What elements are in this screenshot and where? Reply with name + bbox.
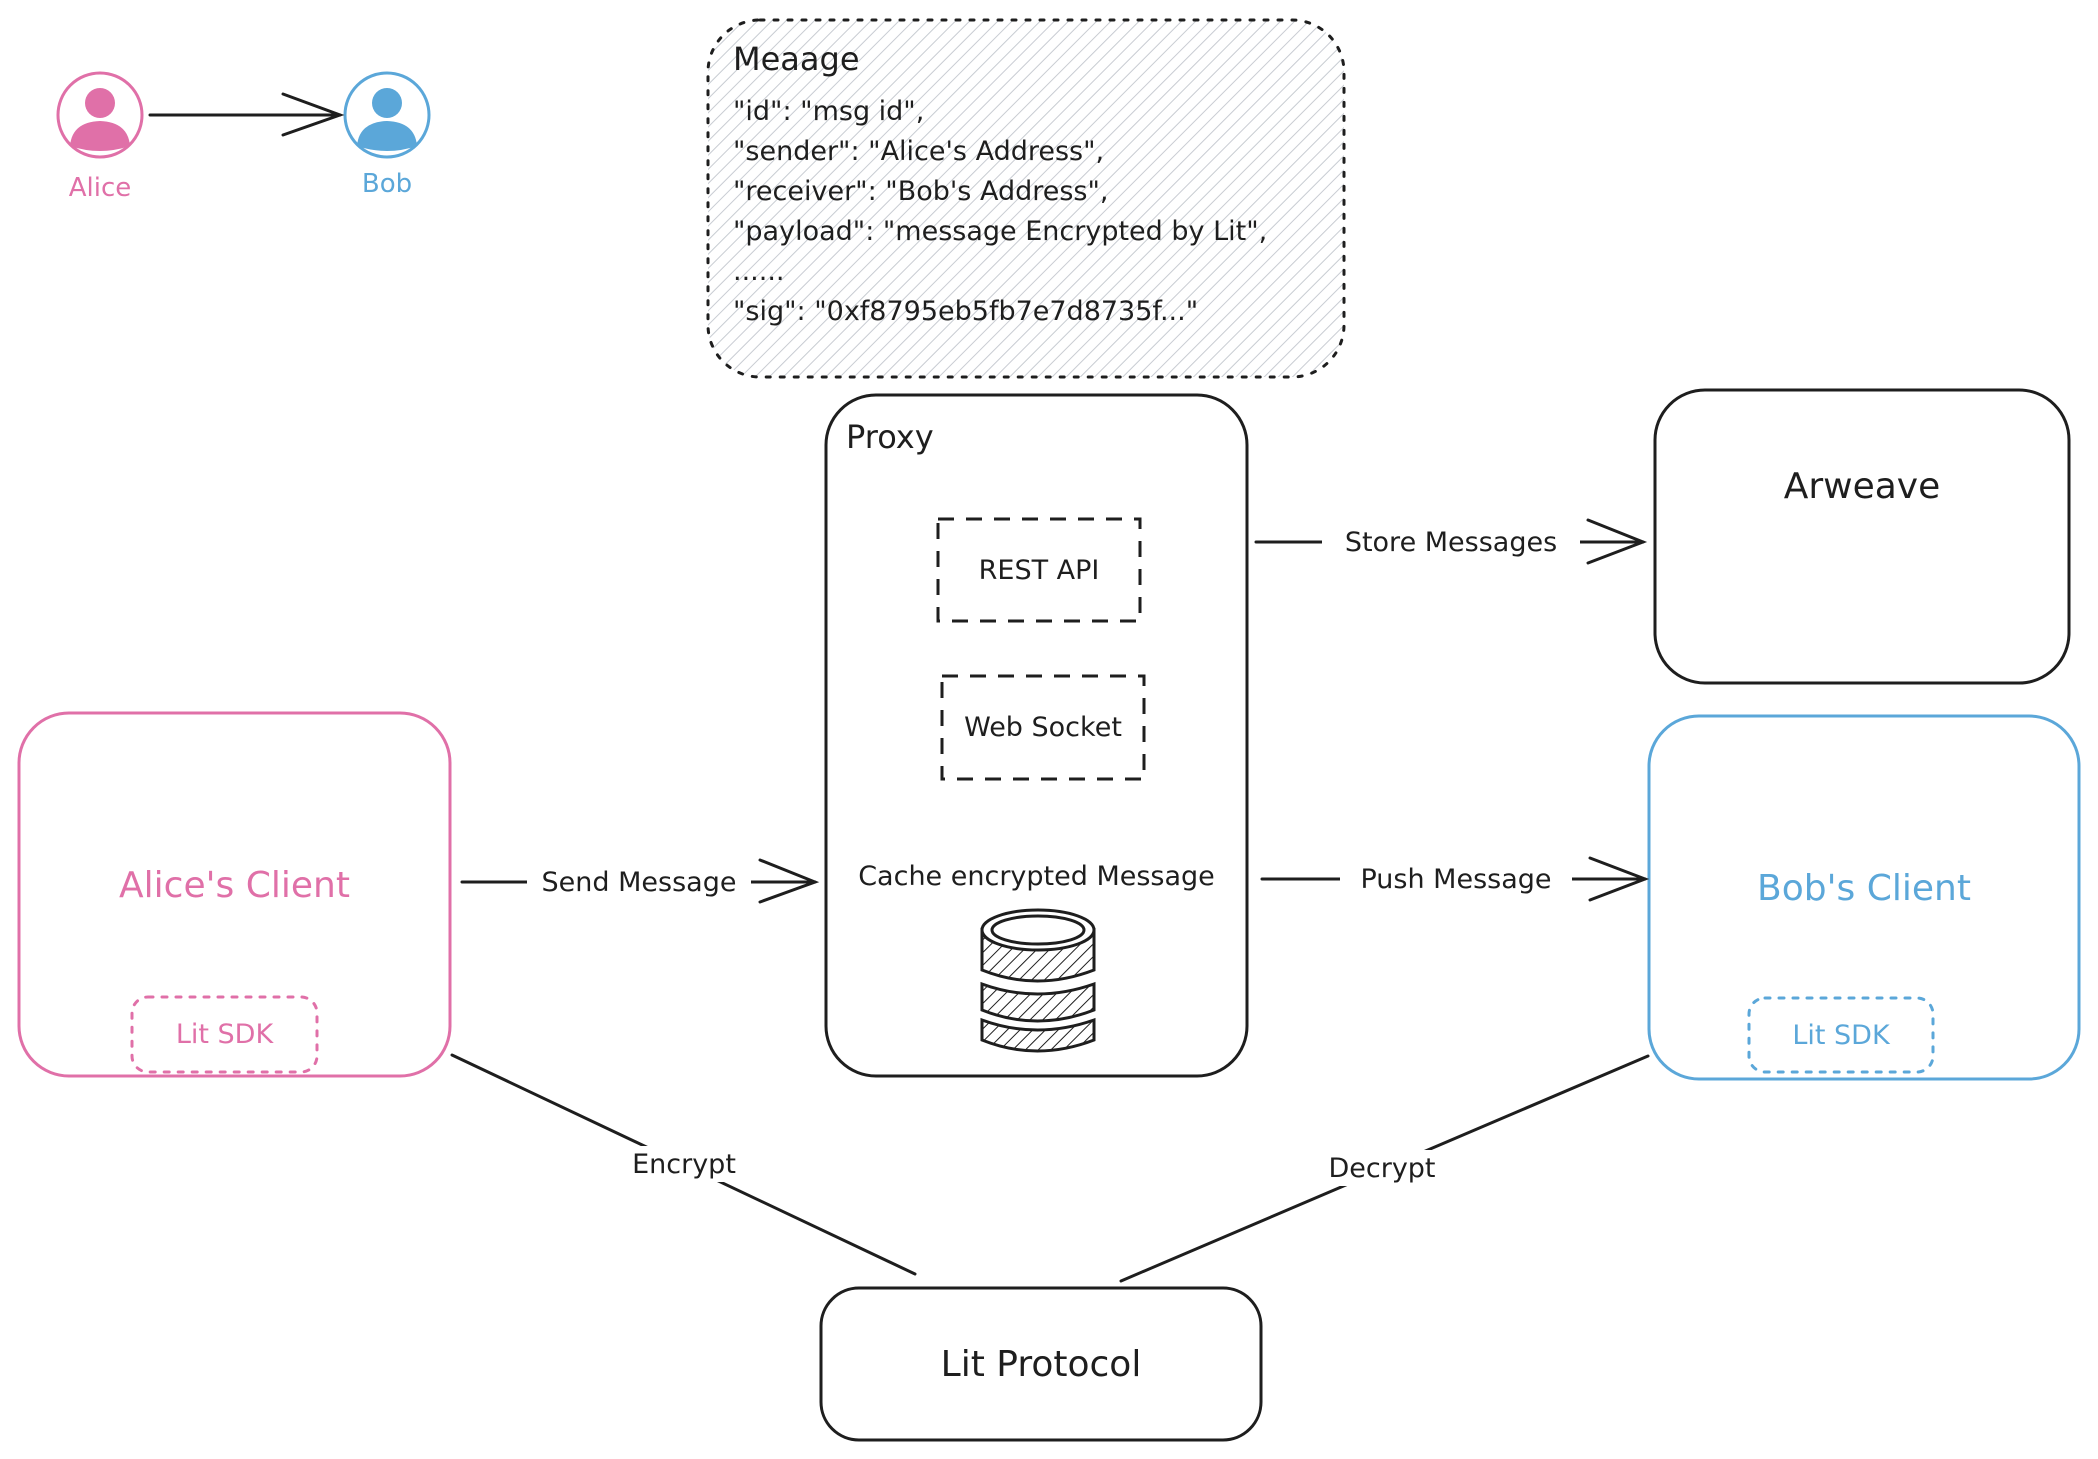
store-messages-label: Store Messages — [1322, 524, 1580, 560]
send-message-label: Send Message — [527, 864, 751, 900]
message-field-receiver: "receiver": "Bob's Address", — [733, 176, 1109, 207]
arweave-box-shape — [1653, 388, 2071, 685]
push-message-label: Push Message — [1340, 861, 1572, 897]
message-field-sig: "sig": "0xf8795eb5fb7e7d8735f..." — [733, 296, 1199, 327]
message-field-payload: "payload": "message Encrypted by Lit", — [733, 216, 1268, 247]
lit-protocol-label: Lit Protocol — [940, 1343, 1142, 1385]
alice-client-label: Alice's Client — [119, 864, 350, 906]
message-field-ellipsis: ...... — [733, 256, 785, 287]
bob-lit-sdk-label: Lit SDK — [1792, 1019, 1890, 1051]
lit-protocol-box-shape — [819, 1286, 1263, 1442]
alice-sdk-box-shape — [130, 995, 319, 1074]
database-icon — [980, 908, 1096, 1053]
alice-label: Alice — [68, 173, 132, 203]
decrypt-label: Decrypt — [1320, 1150, 1444, 1186]
arweave-label: Arweave — [1783, 466, 1941, 507]
rest-api-label: REST API — [978, 554, 1100, 586]
alice-to-bob-arrow — [148, 92, 345, 137]
message-field-sender: "sender": "Alice's Address", — [733, 136, 1105, 167]
alice-lit-sdk-label: Lit SDK — [175, 1019, 274, 1050]
web-socket-label: Web Socket — [964, 712, 1122, 743]
proxy-title: Proxy — [846, 418, 934, 456]
cache-label: Cache encrypted Message — [858, 860, 1215, 892]
bob-label: Bob — [361, 169, 413, 199]
bob-avatar-icon — [343, 71, 431, 159]
alice-avatar-icon — [56, 71, 144, 159]
message-title: Meaage — [733, 40, 860, 78]
message-field-id: "id": "msg id", — [733, 96, 925, 127]
encrypt-label: Encrypt — [622, 1146, 746, 1182]
alice-client-box-shape — [17, 711, 452, 1078]
message-box-shape — [706, 18, 1346, 379]
bob-client-label: Bob's Client — [1757, 867, 1971, 909]
bob-client-box-shape — [1647, 714, 2081, 1081]
rest-api-box-shape — [936, 517, 1142, 623]
web-socket-box-shape — [940, 674, 1146, 781]
message-box: Meaage "id": "msg id", "sender": "Alice'… — [733, 40, 1333, 332]
bob-sdk-box-shape — [1747, 996, 1935, 1074]
proxy-box-shape — [824, 393, 1249, 1078]
